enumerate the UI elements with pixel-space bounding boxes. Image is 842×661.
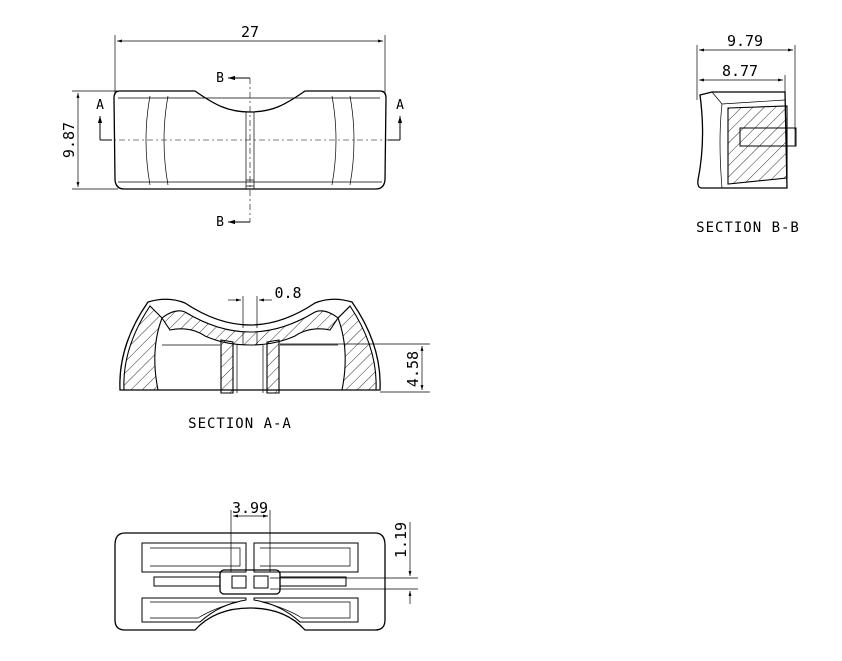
svg-text:A: A — [396, 98, 404, 113]
dim-458-label: 4.58 — [404, 351, 422, 387]
dim-987-label: 9.87 — [60, 122, 78, 158]
dim-877-label: 8.77 — [722, 62, 758, 80]
section-bb-view: 9.79 8.77 SECTION B-B — [696, 32, 800, 236]
svg-text:A: A — [96, 98, 104, 113]
dimension-width-27: 27 — [114, 23, 386, 95]
caption-section-aa: SECTION A-A — [188, 416, 292, 432]
dim-979-label: 9.79 — [727, 32, 763, 50]
aa-left-wall — [123, 305, 163, 391]
aa-outline — [119, 298, 381, 391]
section-marker-a-right: A — [388, 98, 404, 141]
aa-right-leg — [266, 339, 280, 394]
svg-text:B: B — [216, 215, 224, 230]
aa-right-wall — [337, 305, 377, 391]
aa-left-leg — [220, 339, 234, 394]
aa-top-web — [161, 310, 339, 346]
dimension-height-987: 9.87 — [60, 90, 118, 190]
bottom-view: 3.99 1.19 — [114, 499, 418, 631]
bb-slot — [739, 127, 797, 147]
svg-text:B: B — [216, 71, 224, 86]
dim-119-label: 1.19 — [392, 522, 410, 558]
dim-399-label: 3.99 — [232, 499, 268, 517]
dimension-bottom-width: 3.99 — [230, 499, 271, 572]
section-marker-b-top: B — [216, 71, 250, 86]
dim-08-label: 0.8 — [274, 284, 301, 302]
caption-section-bb: SECTION B-B — [696, 220, 800, 236]
dimension-aa-slot: 0.8 — [228, 284, 302, 328]
dimension-bb-inner: 8.77 — [699, 62, 786, 95]
dimension-bb-outer: 9.79 — [696, 32, 796, 130]
bb-outline — [697, 91, 788, 189]
bb-hatched-section — [727, 105, 788, 185]
section-aa-view: 0.8 4.58 SECTION A-A — [119, 284, 430, 432]
section-marker-a-left: A — [96, 98, 112, 141]
dimension-bottom-height: 1.19 — [270, 522, 418, 604]
section-marker-b-bottom: B — [216, 215, 250, 230]
top-view: 27 9.87 A A — [60, 23, 404, 230]
bottom-outline — [114, 532, 386, 631]
dim-27-label: 27 — [241, 23, 259, 41]
